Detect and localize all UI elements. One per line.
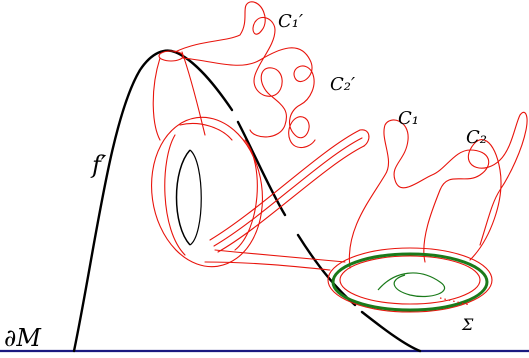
curve-c1-prime — [174, 1, 288, 138]
label-f-prime: f′ — [90, 151, 107, 179]
f-prime-arc-left — [72, 49, 177, 353]
f-prime-arc-mid — [236, 120, 287, 217]
curve-c2 — [467, 111, 528, 261]
curve-c2-prime — [181, 47, 316, 149]
label-c2: C₂ — [466, 127, 487, 148]
label-c1-prime: C₁′ — [278, 11, 303, 32]
connecting-tube — [204, 129, 370, 271]
upper-tube — [152, 50, 206, 141]
f-prime-arc-end — [360, 310, 422, 353]
f-prime-arc-top — [173, 50, 234, 112]
label-c2-prime: C₂′ — [330, 74, 355, 95]
curve-c1 — [348, 119, 490, 269]
label-sigma: Σ — [461, 315, 474, 334]
torus-handle — [150, 116, 264, 268]
label-boundary: ∂M — [4, 324, 42, 352]
label-c1: C₁ — [398, 108, 419, 129]
surface-sigma — [327, 247, 493, 313]
